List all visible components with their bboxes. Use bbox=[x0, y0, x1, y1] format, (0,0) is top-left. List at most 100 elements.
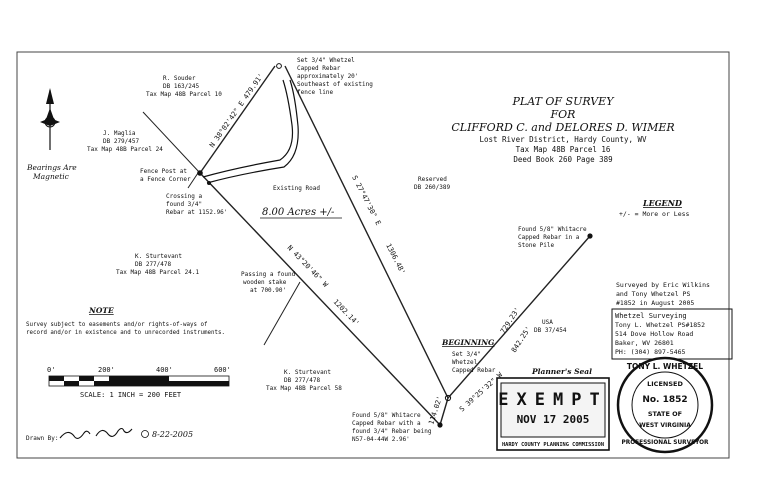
bearing-southwest: N 43°20'46" W bbox=[286, 244, 330, 290]
scale-label: SCALE: 1 INCH = 200 FEET bbox=[80, 391, 182, 399]
svg-text:Set 3/4": Set 3/4" bbox=[452, 351, 481, 358]
scale-tick-0: 0' bbox=[47, 366, 55, 374]
svg-text:Tax Map 48B Parcel 58: Tax Map 48B Parcel 58 bbox=[266, 385, 342, 392]
svg-text:Found 5/8" Whitacre: Found 5/8" Whitacre bbox=[518, 226, 587, 233]
bearing-right: 729.23' bbox=[499, 306, 522, 335]
svg-text:Capped Rebar with a: Capped Rebar with a bbox=[352, 420, 421, 427]
existing-road-label: Existing Road bbox=[273, 185, 320, 192]
svg-text:Southeast of existing: Southeast of existing bbox=[297, 81, 373, 88]
svg-text:Tony L. Whetzel PS#1852: Tony L. Whetzel PS#1852 bbox=[615, 321, 705, 329]
svg-text:Reserved: Reserved bbox=[418, 176, 447, 183]
signature bbox=[59, 427, 149, 439]
surveyor-seal: TONY L. WHETZEL LICENSED No. 1852 STATE … bbox=[616, 356, 714, 454]
svg-text:Passing a found: Passing a found bbox=[241, 271, 296, 278]
svg-text:WEST VIRGINIA: WEST VIRGINIA bbox=[639, 422, 691, 429]
bearing-southwest-dist: 1202.14' bbox=[332, 298, 361, 328]
bearing-right-dist: 842.25' bbox=[510, 325, 533, 354]
neighbor-maglia: J. Maglia DB 279/457 Tax Map 48B Parcel … bbox=[87, 130, 163, 153]
svg-text:DB 37/454: DB 37/454 bbox=[534, 327, 567, 334]
planning-commission: HARDY COUNTY PLANNING COMMISSION bbox=[502, 442, 604, 448]
svg-text:LICENSED: LICENSED bbox=[647, 380, 683, 388]
whitacre-right-note: Found 5/8" Whitacre Capped Rebar in a St… bbox=[518, 226, 587, 249]
svg-text:USA: USA bbox=[542, 319, 553, 326]
svg-text:Fence Post at: Fence Post at bbox=[140, 168, 187, 175]
svg-text:Capped Rebar: Capped Rebar bbox=[452, 367, 496, 374]
svg-text:R. Souder: R. Souder bbox=[163, 75, 196, 82]
corner-bottom bbox=[437, 422, 443, 428]
svg-text:PROFESSIONAL SURVEYOR: PROFESSIONAL SURVEYOR bbox=[622, 440, 709, 446]
svg-text:K. Sturtevant: K. Sturtevant bbox=[135, 253, 182, 260]
note-line-1: Survey subject to easements and/or right… bbox=[26, 322, 208, 328]
svg-text:a Fence Corner: a Fence Corner bbox=[140, 176, 191, 183]
surveyed-by: Surveyed by Eric Wilkins and Tony Whetze… bbox=[616, 281, 710, 307]
drawn-by-label: Drawn By: bbox=[26, 435, 59, 442]
svg-text:K. Sturtevant: K. Sturtevant bbox=[284, 369, 331, 376]
svg-text:fence line: fence line bbox=[297, 89, 334, 96]
svg-text:DB 277/478: DB 277/478 bbox=[135, 261, 172, 268]
neighbor-souder: R. Souder DB 163/245 Tax Map 48B Parcel … bbox=[146, 75, 222, 98]
whitacre-bottom-note: Found 5/8" Whitacre Capped Rebar with a … bbox=[352, 412, 432, 443]
svg-text:Set 3/4" Whetzel: Set 3/4" Whetzel bbox=[297, 57, 355, 64]
bearing-east-dist: 1306.48' bbox=[384, 242, 406, 276]
svg-text:Baker, WV 26801: Baker, WV 26801 bbox=[615, 339, 674, 347]
svg-text:STATE OF: STATE OF bbox=[648, 410, 682, 418]
company-info: Whetzel Surveying Tony L. Whetzel PS#185… bbox=[615, 312, 705, 356]
svg-text:#1852 in August 2005: #1852 in August 2005 bbox=[616, 299, 694, 307]
legend-title: LEGEND bbox=[642, 198, 682, 208]
line-east bbox=[284, 65, 449, 399]
north-note-1: Bearings Are bbox=[26, 163, 77, 172]
svg-text:DB 277/478: DB 277/478 bbox=[284, 377, 321, 384]
passing-note: Passing a found wooden stake at 700.90' bbox=[241, 271, 296, 294]
monument-top-note: Set 3/4" Whetzel Capped Rebar approximat… bbox=[297, 57, 373, 96]
line-passing-stake bbox=[263, 281, 301, 346]
stamp-date: NOV 17 2005 bbox=[517, 413, 590, 426]
svg-text:Found 5/8" Whitacre: Found 5/8" Whitacre bbox=[352, 412, 421, 419]
svg-text:N57-04-44W 2.96': N57-04-44W 2.96' bbox=[352, 436, 410, 443]
svg-text:DB 163/245: DB 163/245 bbox=[163, 83, 200, 90]
crossing-note: Crossing a found 3/4" Rebar at 1152.96' bbox=[166, 193, 227, 216]
svg-text:Rebar at 1152.96': Rebar at 1152.96' bbox=[166, 209, 227, 216]
corner-right bbox=[587, 233, 593, 239]
bearing-top-left: N 38°02'42" E 479.91' bbox=[208, 72, 265, 149]
svg-text:TONY L. WHETZEL: TONY L. WHETZEL bbox=[627, 362, 703, 371]
svg-text:Capped Rebar: Capped Rebar bbox=[297, 65, 341, 72]
line-southwest bbox=[199, 172, 441, 426]
note-title: NOTE bbox=[88, 306, 114, 315]
title-line-4: Lost River District, Hardy County, WV bbox=[479, 135, 647, 144]
svg-text:wooden stake: wooden stake bbox=[243, 279, 287, 286]
scale-tick-400: 400' bbox=[156, 366, 173, 374]
svg-text:DB 260/389: DB 260/389 bbox=[414, 184, 451, 191]
scale-tick-200: 200' bbox=[98, 366, 115, 374]
existing-road bbox=[202, 79, 294, 178]
corner-top bbox=[276, 63, 282, 69]
svg-text:Whetzel: Whetzel bbox=[452, 359, 478, 366]
svg-text:at 700.90': at 700.90' bbox=[250, 287, 286, 294]
svg-text:No. 1852: No. 1852 bbox=[642, 395, 687, 405]
svg-text:Tax Map 48B Parcel 10: Tax Map 48B Parcel 10 bbox=[146, 91, 222, 98]
neighbor-reserved: Reserved DB 260/389 bbox=[414, 176, 451, 191]
title-line-2: FOR bbox=[550, 108, 576, 121]
acreage-label: 8.00 Acres +/- bbox=[262, 207, 335, 218]
svg-text:found 3/4" Rebar being: found 3/4" Rebar being bbox=[352, 428, 432, 435]
svg-text:Tax Map 48B Parcel 24.1: Tax Map 48B Parcel 24.1 bbox=[116, 269, 199, 276]
planner-stamp: EXEMPT NOV 17 2005 HARDY COUNTY PLANNING… bbox=[496, 377, 610, 451]
neighbor-sturtevant-2: K. Sturtevant DB 277/478 Tax Map 48B Par… bbox=[266, 369, 342, 392]
corner-fence-post bbox=[197, 170, 203, 176]
scale-tick-600: 600' bbox=[214, 366, 231, 374]
svg-text:Crossing a: Crossing a bbox=[166, 193, 203, 200]
svg-text:Capped Rebar in a: Capped Rebar in a bbox=[518, 234, 580, 241]
north-arrow-icon bbox=[40, 88, 60, 150]
planner-seal-title: Planner's Seal bbox=[531, 367, 592, 376]
svg-text:Stone Pile: Stone Pile bbox=[518, 242, 555, 249]
legend-item: +/- = More or Less bbox=[619, 210, 690, 218]
north-note-2: Magnetic bbox=[32, 172, 70, 181]
line-adjoiner-nw bbox=[142, 111, 201, 174]
line-adjoiner-sw bbox=[187, 172, 199, 189]
title-line-3: CLIFFORD C. and DELORES D. WIMER bbox=[451, 121, 674, 134]
svg-text:and Tony Whetzel PS: and Tony Whetzel PS bbox=[616, 290, 690, 298]
title-line-1: PLAT OF SURVEY bbox=[512, 95, 616, 108]
corner-beginning bbox=[444, 394, 452, 402]
corner-crossing bbox=[207, 181, 211, 185]
neighbor-sturtevant-1: K. Sturtevant DB 277/478 Tax Map 48B Par… bbox=[116, 253, 199, 276]
